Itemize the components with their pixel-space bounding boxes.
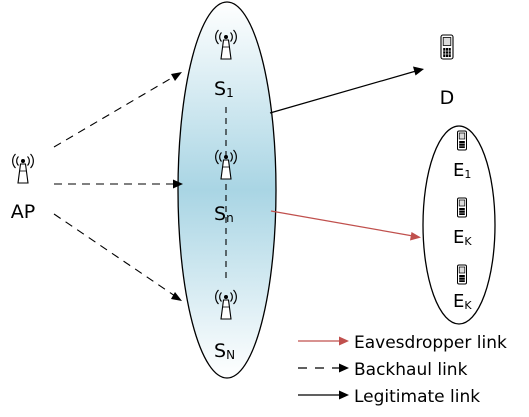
eavesdropper-node-ek-bottom: EK [453, 264, 472, 312]
svg-text:EK: EK [453, 291, 472, 312]
legend-backhaul-label: Backhaul link [354, 360, 468, 380]
svg-text:EK: EK [453, 227, 472, 248]
backhaul-link-ap-s1 [53, 72, 182, 148]
relay-sn-label: S [214, 203, 226, 225]
mobile-phone-icon [457, 197, 467, 218]
relay-s1-subscript: 1 [226, 86, 234, 100]
destination-label: D [440, 87, 455, 109]
svg-text:Sn: Sn [214, 203, 234, 225]
eavesdropper-node-ek-middle: EK [453, 197, 472, 248]
mobile-phone-icon [440, 34, 454, 60]
eavesdropper-e1-label: E [453, 160, 464, 181]
ap-label: AP [11, 201, 35, 223]
backhaul-link-ap-sn [54, 179, 183, 189]
legend-backhaul: Backhaul link [298, 360, 468, 380]
ap-node: AP [11, 153, 35, 223]
legend-legitimate: Legitimate link [298, 387, 480, 407]
eavesdropper-eK-subscript: K [464, 299, 472, 312]
relay-node-sN: SN [214, 289, 237, 362]
eavesdropper-e1-subscript: 1 [464, 168, 471, 181]
eavesdropper-ek-label: E [453, 227, 464, 248]
eavesdropper-node-e1: E1 [453, 130, 471, 181]
backhaul-link-ap-sN [53, 213, 182, 301]
legitimate-link-s1-d [269, 66, 424, 114]
legend-eavesdropper: Eavesdropper link [298, 333, 507, 353]
relay-s1-label: S [214, 78, 226, 100]
antenna-tower-icon [12, 153, 34, 184]
svg-text:S1: S1 [214, 78, 234, 100]
relay-node-sn: Sn [214, 149, 237, 225]
relay-sN-subscript: N [226, 348, 235, 362]
relay-node-s1: S1 [214, 29, 237, 100]
mobile-phone-icon [457, 130, 467, 151]
eavesdropper-eK-label: E [453, 291, 464, 312]
legend: Eavesdropper link Backhaul link Legitima… [298, 333, 507, 407]
relay-cluster-ellipse [177, 1, 277, 379]
relay-sN-label: S [214, 340, 226, 362]
eavesdropper-ek-subscript: K [464, 235, 472, 248]
relay-sn-subscript: n [226, 211, 234, 225]
legend-legitimate-label: Legitimate link [354, 387, 480, 407]
destination-node: D [440, 34, 455, 109]
eavesdropper-link-sn-ek [270, 210, 421, 241]
eavesdropper-group-ellipse [422, 125, 496, 325]
svg-text:E1: E1 [453, 160, 471, 181]
mobile-phone-icon [457, 264, 467, 285]
svg-text:SN: SN [214, 340, 235, 362]
legend-eavesdropper-label: Eavesdropper link [354, 333, 507, 353]
